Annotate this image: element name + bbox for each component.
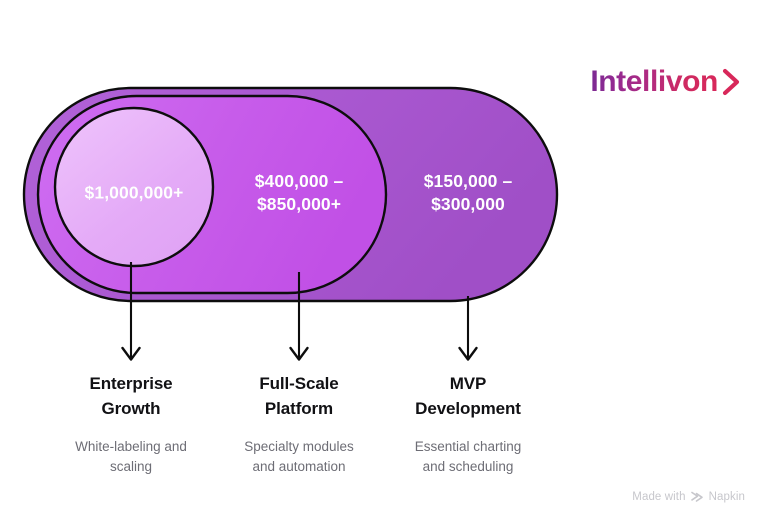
watermark-napkin-label: Napkin xyxy=(708,491,745,503)
legend-title-mvp-development: MVP Development xyxy=(415,374,521,418)
legend-subtitle-mvp-development: Essential charting and scheduling xyxy=(414,439,522,474)
legend-subtitle-enterprise-growth: White-labeling and scaling xyxy=(75,439,187,474)
legend-item-mvp-development: MVP Development Essential charting and s… xyxy=(368,372,568,476)
napkin-watermark[interactable]: Made with Napkin xyxy=(632,491,745,503)
brand-logo: Intellivon xyxy=(590,66,743,97)
brand-logo-text: Intellivon xyxy=(590,64,718,98)
tier-value-enterprise-growth: $1,000,000+ xyxy=(84,182,184,203)
legend-title-full-scale-platform: Full-Scale Platform xyxy=(259,374,339,418)
napkin-logo-icon xyxy=(690,491,703,502)
legend-item-full-scale-platform: Full-Scale Platform Specialty modules an… xyxy=(199,372,399,476)
legend-item-enterprise-growth: Enterprise Growth White-labeling and sca… xyxy=(31,372,231,476)
tier-shape-enterprise-growth[interactable] xyxy=(53,106,215,268)
tier-value-full-scale-platform: $400,000 – $850,000+ xyxy=(254,170,344,214)
watermark-made-with-label: Made with xyxy=(632,491,686,503)
tier-value-mvp-development: $150,000 – $300,000 xyxy=(423,170,513,214)
chevron-right-icon xyxy=(722,68,740,96)
legend-subtitle-full-scale-platform: Specialty modules and automation xyxy=(244,439,354,474)
legend-title-enterprise-growth: Enterprise Growth xyxy=(89,374,173,418)
